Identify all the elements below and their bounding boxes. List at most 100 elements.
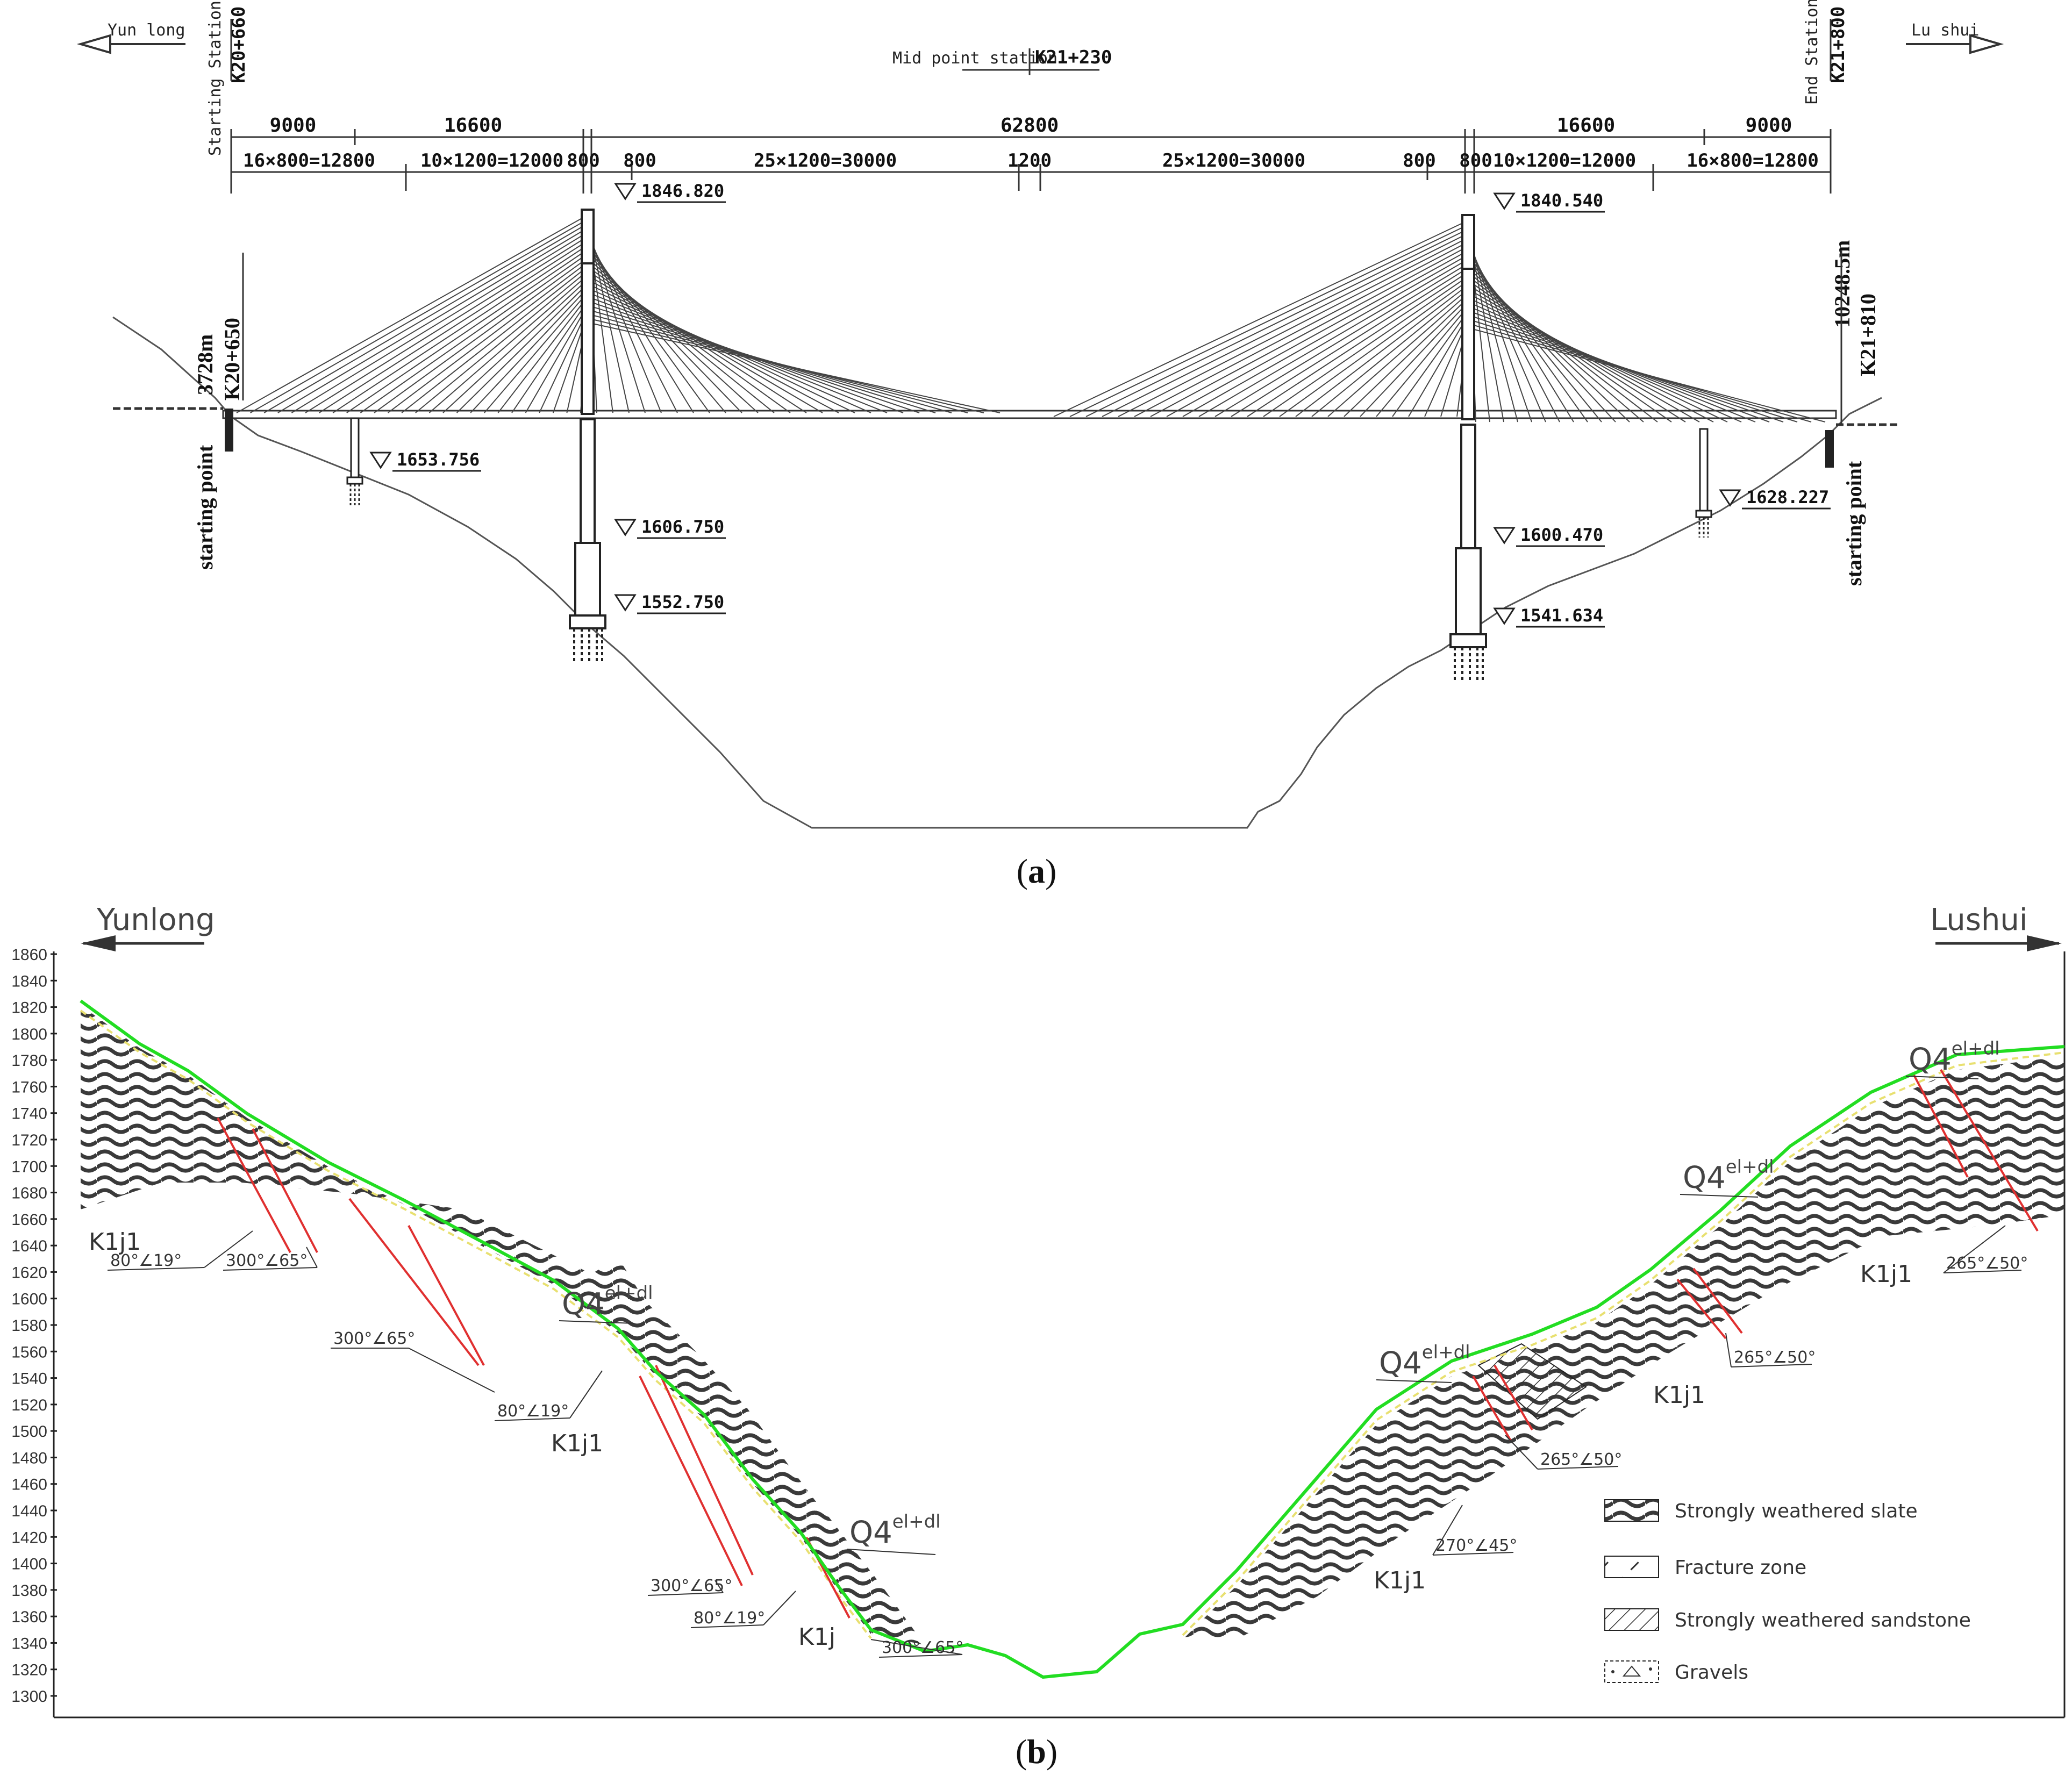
attitude-right-2: 265°∠50° [1725, 1333, 1816, 1367]
axis-tick-label: 1820 [11, 999, 47, 1017]
axis-tick-label: 1560 [11, 1343, 47, 1361]
axis-tick-label: 1600 [11, 1291, 47, 1308]
q4-label-2: Q4el+dl [846, 1511, 941, 1555]
mid-station-caption: Mid point station [892, 49, 1058, 68]
elevation-axis: 1860184018201800178017601740172017001680… [11, 946, 57, 1706]
stratum-label-1: K1j1 [89, 1228, 141, 1256]
left-cable-fan [236, 214, 1001, 413]
span-dimension-lines [230, 129, 1832, 194]
elevation-right-tower-top-value: 1840.540 [1520, 190, 1603, 211]
left-abutment [225, 409, 233, 452]
attitude-left-4: 80°∠19° [494, 1370, 603, 1421]
axis-tick-label: 1440 [11, 1502, 47, 1520]
legend-item-gravels: Gravels [1604, 1660, 1748, 1684]
elevation-right-tower-mid-value: 1600.470 [1520, 525, 1603, 545]
span-detail-2: 10×1200=12000 [420, 150, 563, 171]
q4-label-3: Q4el+dl [1376, 1342, 1470, 1383]
svg-text:270°∠45°: 270°∠45° [1435, 1536, 1517, 1555]
terrain-profile [112, 316, 1882, 829]
left-pier [346, 417, 363, 505]
mid-station-value: K21+230 [1035, 47, 1112, 68]
attitude-left-5: 300°∠65° [647, 1577, 732, 1596]
svg-text:80°∠19°: 80°∠19° [694, 1609, 765, 1628]
axis-tick-label: 1660 [11, 1211, 47, 1229]
legend-sandstone-label: Strongly weathered sandstone [1675, 1609, 1971, 1631]
span-detail-11: 16×800=12800 [1687, 150, 1819, 171]
attitude-left-7: 300°∠65° [870, 1638, 963, 1658]
axis-tick-label: 1620 [11, 1264, 47, 1281]
ground-surface-line [80, 999, 2065, 1679]
attitude-right-1: 265°∠50° [1943, 1225, 2028, 1273]
elevation-markers: 1846.820 1840.540 1653.756 1628.227 1606.750… [369, 181, 1831, 628]
axis-tick-label: 1500 [11, 1423, 47, 1441]
legend-item-fracture: Fracture zone [1604, 1556, 1806, 1579]
left-end-length: 3728m [193, 334, 217, 395]
elevation-left-tower-mid-value: 1606.750 [641, 517, 724, 537]
right-abutment [1825, 430, 1834, 468]
elevation-left-tower-base-value: 1552.750 [641, 592, 724, 612]
elevation-left-pier-value: 1653.756 [397, 449, 480, 470]
right-end-station: K21+810 [1856, 293, 1880, 376]
axis-tick-label: 1520 [11, 1397, 47, 1414]
span-total-3: 62800 [1001, 114, 1059, 137]
attitude-callouts: 80°∠19°300°∠65°300°∠65°80°∠19°300°∠65°80… [107, 1225, 2028, 1658]
left-end-point: starting point [193, 445, 217, 570]
axis-tick-label: 1540 [11, 1370, 47, 1388]
q4-label-1: Q4el+dl [559, 1283, 653, 1324]
svg-text:265°∠50°: 265°∠50° [1540, 1450, 1622, 1469]
axis-tick-label: 1420 [11, 1529, 47, 1546]
legend-gravels-label: Gravels [1675, 1662, 1748, 1684]
elevation-right-tower-top: 1840.540 [1493, 190, 1605, 213]
axis-tick-label: 1400 [11, 1556, 47, 1573]
sandstone-zone [1477, 1343, 1587, 1420]
q4-label-5: Q4el+dl [1905, 1038, 2000, 1079]
attitude-right-3: 265°∠50° [1505, 1435, 1622, 1470]
attitude-left-1: 80°∠19° [107, 1230, 253, 1271]
span-detail-3: 800 [567, 150, 599, 171]
axis-tick-label: 1680 [11, 1185, 47, 1202]
direction-lushui-arrow: Lushui [1930, 903, 2062, 951]
axis-tick-label: 1760 [11, 1078, 47, 1096]
svg-text:300°∠65°: 300°∠65° [226, 1251, 308, 1270]
svg-text:300°∠65°: 300°∠65° [333, 1329, 415, 1348]
axis-tick-label: 1300 [11, 1688, 47, 1706]
bridge-elevation-panel: Yun long Lu shui Starting Station K20+66… [76, 0, 2004, 890]
legend-item-sandstone: Strongly weathered sandstone [1604, 1608, 1971, 1631]
direction-lushui-label: Lushui [1930, 903, 2027, 937]
stratum-label-4: K1j1 [1374, 1567, 1426, 1594]
attitude-left-3: 300°∠65° [331, 1329, 495, 1393]
elevation-right-tower-mid: 1600.470 [1493, 525, 1605, 547]
stratum-label-6: K1j1 [1860, 1261, 1912, 1288]
svg-text:265°∠50°: 265°∠50° [1946, 1254, 2028, 1273]
span-detail-8: 800 [1403, 150, 1435, 171]
start-station-caption: Starting Station [206, 1, 225, 156]
axis-tick-label: 1480 [11, 1449, 47, 1467]
q4-label-4: Q4el+dl [1680, 1156, 1774, 1198]
attitude-left-2: 300°∠65° [223, 1247, 318, 1271]
left-slope-lower [618, 1322, 925, 1645]
legend-fracture-label: Fracture zone [1675, 1557, 1806, 1579]
left-slope-rock [81, 1005, 909, 1634]
panel-b-label: (b) [1016, 1732, 1058, 1771]
axis-tick-label: 1840 [11, 972, 47, 990]
left-overburden-line [80, 1009, 872, 1639]
axis-tick-label: 1640 [11, 1237, 47, 1255]
axis-tick-label: 1860 [11, 946, 47, 964]
end-station-caption: End Station [1803, 0, 1821, 105]
elevation-right-pier: 1628.227 [1719, 487, 1831, 510]
right-pier [1695, 428, 1712, 538]
axis-tick-label: 1740 [11, 1105, 47, 1123]
elevation-left-tower-top-value: 1846.820 [641, 181, 724, 201]
direction-right-label: Lu shui [1911, 21, 1979, 40]
svg-text:Q4el+dl: Q4el+dl [1379, 1342, 1470, 1381]
left-tower [569, 209, 606, 664]
panel-a-label: (a) [1017, 852, 1057, 890]
svg-text:Q4el+dl: Q4el+dl [1909, 1038, 2000, 1077]
geological-section-panel: 1860184018201800178017601740172017001680… [11, 903, 2066, 1771]
axis-tick-label: 1720 [11, 1132, 47, 1149]
bridge-deck [222, 410, 1837, 419]
attitude-left-6: 80°∠19° [690, 1591, 796, 1628]
span-detail-10: 10×1200=12000 [1493, 150, 1636, 171]
